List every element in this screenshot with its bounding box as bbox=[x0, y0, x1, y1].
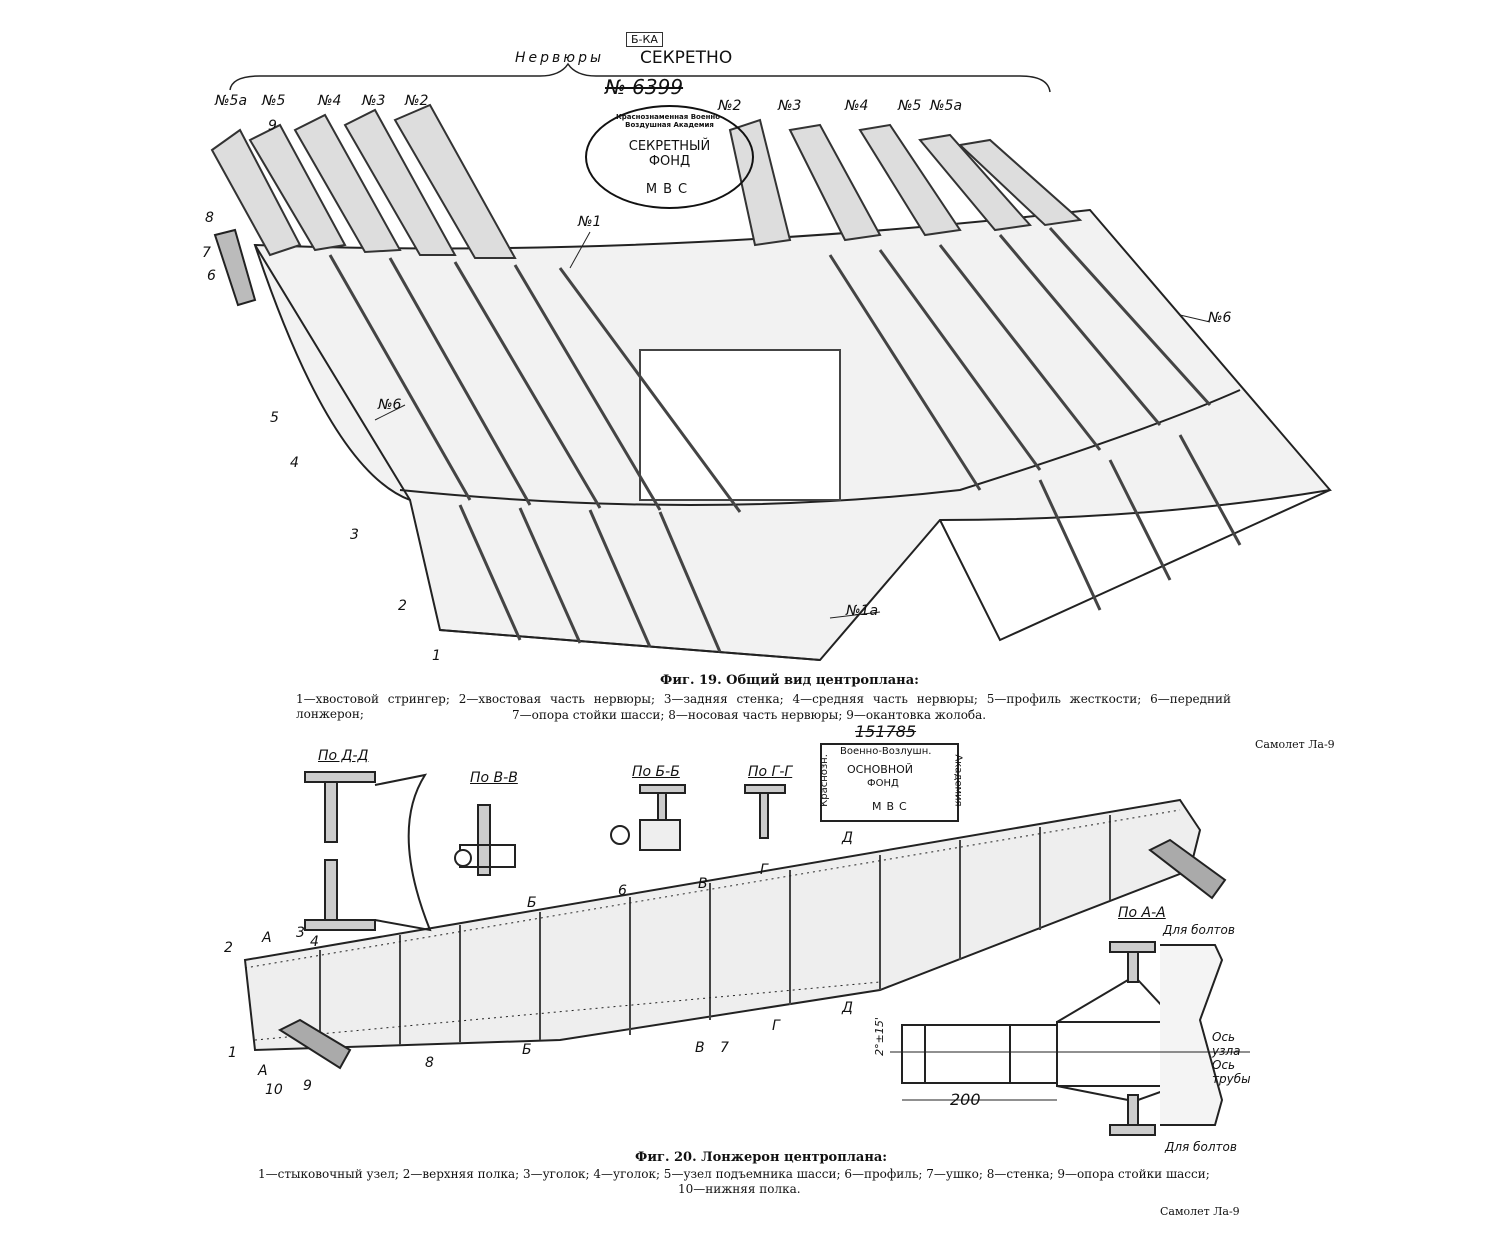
callout: 6 bbox=[618, 883, 627, 899]
rib-label: №3 bbox=[362, 93, 386, 109]
section-mark: Б bbox=[527, 895, 537, 911]
angle-label: 2°±15' bbox=[872, 1017, 886, 1056]
axis-tube-label: Ось трубы bbox=[1212, 1058, 1251, 1086]
callout: 9 bbox=[303, 1078, 312, 1094]
section-mark: Д bbox=[842, 830, 853, 846]
section-mark: А bbox=[262, 930, 272, 946]
bolts-label-top: Для болтов bbox=[1163, 923, 1235, 937]
internal-ribs bbox=[328, 226, 1242, 653]
right-ribs bbox=[728, 118, 1083, 247]
section-mark: Г bbox=[772, 1018, 780, 1034]
stamp2-center1: ОСНОВНОЙ bbox=[847, 763, 913, 776]
callout: 3 bbox=[350, 527, 359, 543]
aircraft-label: Самолет Ла-9 bbox=[1160, 1205, 1240, 1218]
secret-stamp: СЕКРЕТНО bbox=[640, 48, 733, 68]
rib-label: №3 bbox=[778, 98, 802, 114]
section-v-v bbox=[454, 804, 516, 876]
callout: 2 bbox=[224, 940, 233, 956]
rib-label-6-right: №6 bbox=[1208, 310, 1232, 326]
rib-label-1a: №1а bbox=[846, 603, 879, 619]
rib-label: №5а bbox=[930, 98, 963, 114]
fig20-legend-2: 10—нижняя полка. bbox=[678, 1182, 801, 1196]
center-wing-frame bbox=[253, 208, 1332, 662]
aircraft-label: Самолет Ла-9 bbox=[1255, 738, 1335, 751]
section-g-g bbox=[744, 784, 786, 839]
callout: 7 bbox=[720, 1040, 729, 1056]
fig19-legend-2: 7—опора стойки шасси; 8—носовая часть не… bbox=[512, 708, 987, 722]
section-b-b bbox=[610, 784, 686, 851]
rib-label: №5 bbox=[262, 93, 286, 109]
section-label: По Г-Г bbox=[748, 764, 793, 780]
library-stamp: Б-КА bbox=[626, 32, 663, 47]
gear-strut-tube-right bbox=[1148, 838, 1227, 900]
section-mark: В bbox=[698, 876, 708, 892]
spar-rivet-flange bbox=[244, 809, 1181, 1041]
rib-label: №4 bbox=[318, 93, 342, 109]
callout: 7 bbox=[202, 245, 211, 261]
section-mark: А bbox=[258, 1063, 268, 1079]
leader-lines bbox=[374, 231, 1211, 619]
section-a-a bbox=[890, 941, 1250, 1136]
fig19-legend-1: 1—хвостовой стрингер; 2—хвостовая часть … bbox=[296, 692, 1231, 721]
section-mark: Д bbox=[842, 1000, 853, 1016]
callout: 10 bbox=[265, 1082, 283, 1098]
oval-stamp-bottom: МВС bbox=[645, 182, 694, 197]
rib-label: №5а bbox=[215, 93, 248, 109]
oval-stamp-ring: Краснознаменная Военно-Воздушная Академи… bbox=[616, 113, 723, 129]
callout: 8 bbox=[205, 210, 214, 226]
rib-label: №2 bbox=[405, 93, 429, 109]
stamp2-left: Краснозн. bbox=[818, 754, 830, 807]
stamp2-right: Академия bbox=[952, 754, 964, 807]
stamp2-number: 151785 bbox=[855, 722, 917, 741]
callout: 3 bbox=[296, 925, 305, 941]
section-label: По Д-Д bbox=[318, 748, 369, 764]
callout: 4 bbox=[290, 455, 299, 471]
bolts-label-bottom: Для болтов bbox=[1165, 1140, 1237, 1154]
stamp2-top: Военно-Возлушн. bbox=[840, 746, 932, 757]
callout: 5 bbox=[270, 410, 279, 426]
rib-label: №4 bbox=[845, 98, 869, 114]
rib-label-6-left: №6 bbox=[378, 397, 402, 413]
callout: 9 bbox=[268, 118, 277, 134]
section-mark: В bbox=[695, 1040, 705, 1056]
rib-label: №5 bbox=[898, 98, 922, 114]
fig20-title: Фиг. 20. Лонжерон центроплана: bbox=[635, 1150, 888, 1165]
section-label: По А-А bbox=[1118, 905, 1166, 921]
oval-stamp: Краснознаменная Военно-Воздушная Академи… bbox=[585, 105, 754, 209]
stamp2-center2: ФОНД bbox=[867, 778, 899, 789]
callout: 8 bbox=[425, 1055, 434, 1071]
section-mark: Г bbox=[760, 862, 768, 878]
gear-strut-tube-left bbox=[277, 1018, 352, 1070]
rib-label: №2 bbox=[718, 98, 742, 114]
left-ribs bbox=[210, 103, 517, 259]
library-stamp-2: Краснозн. Военно-Возлушн. Академия ОСНОВ… bbox=[818, 743, 964, 822]
dimension-label: 200 bbox=[950, 1090, 981, 1109]
stamp2-bottom: МВС bbox=[872, 800, 912, 813]
section-label: По В-В bbox=[470, 770, 518, 786]
gear-mount bbox=[213, 228, 257, 307]
fig19-title: Фиг. 19. Общий вид центроплана: bbox=[660, 673, 919, 688]
callout: 4 bbox=[310, 934, 319, 950]
callout: 2 bbox=[398, 598, 407, 614]
callout: 1 bbox=[228, 1045, 237, 1061]
fig20-legend-1: 1—стыковочный узел; 2—верхняя полка; 3—у… bbox=[258, 1167, 1210, 1181]
section-label: По Б-Б bbox=[632, 764, 680, 780]
callout: 6 bbox=[207, 268, 216, 284]
section-mark: Б bbox=[522, 1042, 532, 1058]
callout: 1 bbox=[432, 648, 441, 664]
ribs-group-label: Нервюры bbox=[515, 50, 605, 66]
section-d-d bbox=[304, 771, 432, 932]
secret-number: № 6399 bbox=[605, 75, 684, 99]
axis-node-label: Ось узла bbox=[1212, 1030, 1241, 1058]
spar bbox=[243, 798, 1202, 1052]
ribs-brace bbox=[229, 62, 1051, 93]
oval-stamp-center: СЕКРЕТНЫЙ ФОНД bbox=[628, 139, 711, 169]
rib-label-1: №1 bbox=[578, 214, 602, 230]
